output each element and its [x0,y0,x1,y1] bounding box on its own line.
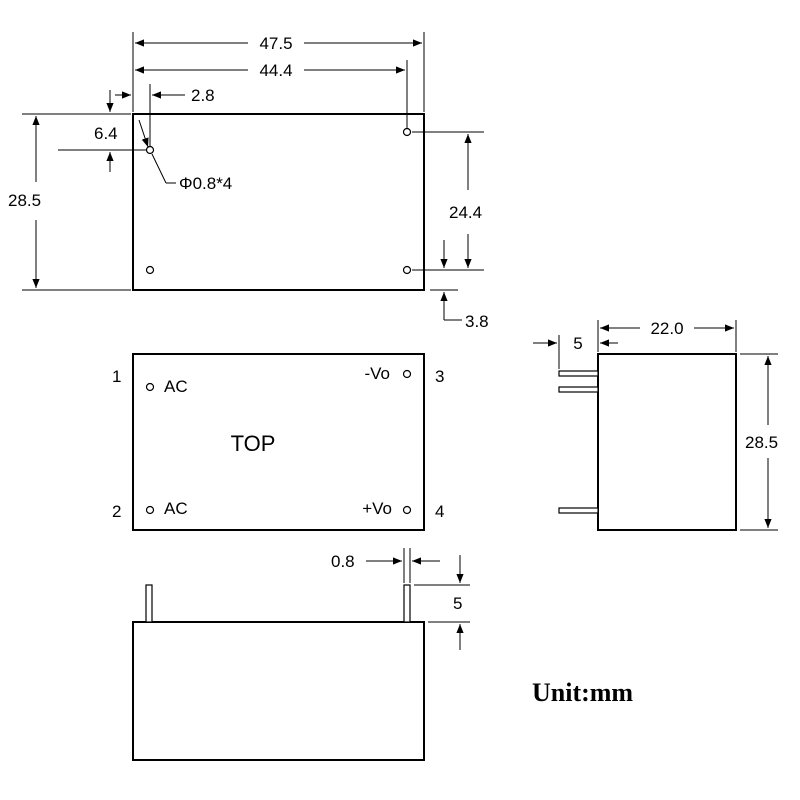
pin-3-number: 3 [435,367,444,386]
dim-overall-width: 47.5 [132,32,425,112]
top-view-outline [132,353,425,531]
dim-pin-span-x: 44.4 [135,60,408,128]
side-pin-upper [558,370,599,377]
top-view-title: TOP [231,431,276,456]
pin-width-label: 0.8 [331,552,355,571]
pin-2-label: AC [164,499,188,518]
pin-offset-y-label: 6.4 [94,124,118,143]
dim-side-pin-length: 5 [533,320,618,369]
side-view-outline [597,353,737,531]
front-pin-length-label: 5 [453,594,462,613]
side-pin-middle [558,386,599,393]
pin-3-label: -Vo [364,364,390,383]
dim-side-depth: 22.0 [600,319,737,352]
pin-3-marker [402,369,412,379]
pin-span-y-label: 24.4 [449,203,482,222]
dim-pin-width: 0.8 [331,548,440,583]
pin-span-x-label: 44.4 [259,61,292,80]
pin-hole-bottom-right [402,265,412,275]
front-pin-right [403,584,411,623]
unit-label: Unit:mm [532,678,633,707]
pin-2-number: 2 [112,502,121,521]
pin-1-label: AC [164,377,188,396]
dim-overall-height: 28.5 [8,113,131,291]
pin-2-marker [145,505,155,515]
front-view [132,584,425,761]
dim-side-height: 28.5 [740,353,778,531]
pin-hole-top-left [145,145,155,155]
side-view [558,353,737,531]
pin-hole-bottom-left [145,265,155,275]
bottom-view [132,113,425,291]
pin-1-marker [145,382,155,392]
pin-4-number: 4 [435,502,444,521]
side-depth-label: 22.0 [650,319,683,338]
side-height-label: 28.5 [745,433,778,452]
dim-pin-offset-y: 6.4 [58,90,146,172]
pin-hole-top-right [402,127,412,137]
pin-4-marker [402,505,412,515]
pin-offset-x-label: 2.8 [191,86,215,105]
dim-front-pin-length: 5 [414,555,470,650]
dim-pin-bottom-offset: 3.8 [430,240,489,331]
front-view-outline [132,621,425,761]
pin-bottom-offset-label: 3.8 [465,312,489,331]
pin-hole-label: Φ0.8*4 [179,174,232,193]
dim-pin-offset-x: 2.8 [115,84,215,146]
overall-height-label: 28.5 [8,191,41,210]
bottom-view-outline [132,113,425,291]
dim-pin-hole: Φ0.8*4 [138,119,232,193]
front-pin-left [145,584,153,623]
side-pin-lower [558,507,599,514]
dim-pin-span-y: 24.4 [412,131,484,271]
pin-4-label: +Vo [362,499,392,518]
overall-width-label: 47.5 [259,34,292,53]
pin-1-number: 1 [112,367,121,386]
side-pin-length-label: 5 [573,334,582,353]
top-view: TOP 1 AC 2 AC 3 -Vo 4 +Vo [112,353,444,531]
